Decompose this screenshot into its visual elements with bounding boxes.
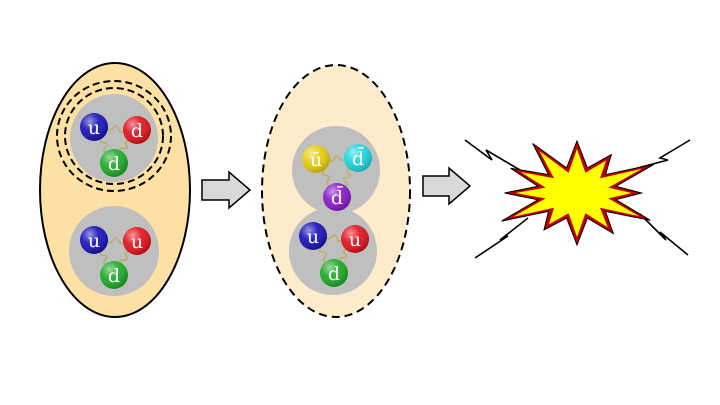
quark: u xyxy=(80,113,108,141)
gluon-line xyxy=(318,246,328,263)
nucleus-panel-2: ū d̄ d̄ u ud xyxy=(261,64,411,318)
quark-label: u xyxy=(349,229,361,251)
quark-label: d xyxy=(108,153,120,175)
quark-label: d xyxy=(328,263,340,285)
gluon-line xyxy=(119,140,130,153)
gluon-line xyxy=(106,237,125,245)
quark-label: d xyxy=(108,265,120,287)
quark-label: u xyxy=(307,226,319,248)
quark-shading xyxy=(323,183,351,211)
quark: d xyxy=(100,261,128,289)
quark-shading xyxy=(80,226,108,254)
quark-shading xyxy=(299,222,327,250)
lightning-bolt-top-right xyxy=(629,139,691,171)
antihadron-quarks: ū d̄ d̄ xyxy=(302,144,372,211)
quark-label: d̄ xyxy=(331,185,344,209)
gluon-line xyxy=(99,137,108,153)
gluon-line xyxy=(119,251,129,265)
right-arrow-icon xyxy=(201,170,252,210)
gluon-line xyxy=(328,155,346,163)
quark-shading xyxy=(344,144,372,172)
quark-label: u xyxy=(88,117,100,139)
quark: u xyxy=(80,226,108,254)
hadron-1-bottom-quarks: u ud xyxy=(80,226,151,289)
quark-label: ū xyxy=(310,149,322,171)
gluon-line xyxy=(343,168,351,187)
quark: d̄ xyxy=(323,183,351,211)
gluon-line xyxy=(106,125,125,133)
gluon-line xyxy=(325,234,343,242)
quark-shading xyxy=(302,145,330,173)
quark-shading xyxy=(100,149,128,177)
gluon-line xyxy=(321,169,331,187)
quark-shading xyxy=(123,227,151,255)
quark: d xyxy=(100,149,128,177)
quark-shading xyxy=(123,116,151,144)
explosion-icon xyxy=(464,139,691,259)
dashed-boundary-outer xyxy=(56,80,172,192)
explosion-burst-inner xyxy=(513,149,642,237)
quark-shading xyxy=(100,261,128,289)
quark: u xyxy=(299,222,327,250)
quark: d̄ xyxy=(344,144,372,172)
lightning-bolt-bottom-right xyxy=(639,213,689,256)
quark-label: d xyxy=(131,120,143,142)
quark-shading xyxy=(320,259,348,287)
quark-label: d̄ xyxy=(352,146,365,170)
quark-label: u xyxy=(88,230,100,252)
right-arrow-icon xyxy=(422,166,472,206)
quark: u xyxy=(123,227,151,255)
dashed-boundary-inner xyxy=(64,87,164,185)
quark-shading xyxy=(341,225,369,253)
quark: d xyxy=(320,259,348,287)
lightning-bolt-top-left xyxy=(464,139,521,171)
quark-label: u xyxy=(131,231,143,253)
quark: d xyxy=(123,116,151,144)
hadron-2-quarks: u ud xyxy=(299,222,369,287)
quark-shading xyxy=(80,113,108,141)
gluon-line xyxy=(99,250,108,265)
gluon-line xyxy=(338,249,348,263)
lightning-bolt-bottom-left xyxy=(474,217,529,259)
quark: u xyxy=(341,225,369,253)
quark: ū xyxy=(302,145,330,173)
